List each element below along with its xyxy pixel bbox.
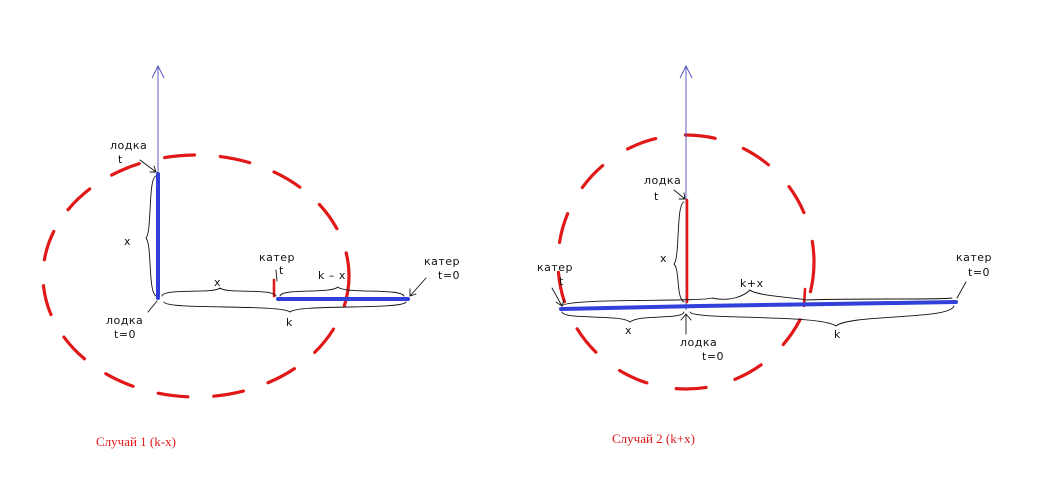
case1-arrow-cutter-t xyxy=(275,269,278,282)
case2-arrow-boat-t0 xyxy=(680,313,692,335)
case1-arrow-boat-t0 xyxy=(147,300,158,313)
case1-brace-x xyxy=(161,287,277,297)
case2-label-x-vertical: x xyxy=(660,252,667,265)
case1-label-boat-t-name: лодка xyxy=(110,139,147,152)
case2-arrow-cutter-t xyxy=(551,287,565,307)
case2-axis-arrowhead xyxy=(679,64,693,79)
case1-vertical-brace xyxy=(145,175,157,297)
case1-label-boat-t0-name: лодка xyxy=(106,314,143,327)
case2-brace-k xyxy=(689,305,955,327)
case2-brace-k-plus-x xyxy=(561,289,953,307)
case2-vertical-brace xyxy=(673,201,685,303)
case1-brace-k xyxy=(163,301,407,313)
case2-label-cutter-t-name: катер xyxy=(537,261,573,274)
case2-label-cutter-t0-time: t=0 xyxy=(968,266,990,279)
case1-label-cutter-t0-name: катер xyxy=(424,255,460,268)
case2-cutter-path xyxy=(559,300,958,311)
case2-label-cutter-t0-name: катер xyxy=(956,251,992,264)
case2-label-boat-t-time: t xyxy=(654,190,659,203)
case1-dashed-circle xyxy=(41,153,351,399)
diagram-case-1: лодка t x x катер t k – x катер t=0 лодк… xyxy=(41,64,460,449)
case2-arrow-boat-t xyxy=(673,189,686,200)
case1-arrow-boat-t xyxy=(139,159,157,173)
case1-caption: Случай 1 (k-x) xyxy=(96,434,176,449)
case1-label-cutter-t0-time: t=0 xyxy=(438,269,460,282)
case2-label-x-horizontal: x xyxy=(625,324,632,337)
case1-label-boat-t0-time: t=0 xyxy=(114,328,136,341)
case2-label-k: k xyxy=(834,328,841,341)
case1-label-boat-t-time: t xyxy=(118,153,123,166)
case1-label-cutter-t-name: катер xyxy=(259,251,295,264)
case1-label-k: k xyxy=(286,316,293,329)
case1-label-k-minus-x: k – x xyxy=(318,269,346,282)
case2-arrow-cutter-t0 xyxy=(956,281,967,299)
case1-label-cutter-t-time: t xyxy=(279,264,284,277)
case2-label-boat-t-name: лодка xyxy=(644,174,681,187)
case1-axis-arrowhead xyxy=(151,64,165,79)
case2-label-cutter-t-time: t xyxy=(559,275,564,288)
case2-label-boat-t0-time: t=0 xyxy=(702,350,724,363)
case2-label-boat-t0-name: лодка xyxy=(680,336,717,349)
case1-label-x-vertical: x xyxy=(124,235,131,248)
case1-arrow-cutter-t0 xyxy=(409,277,427,297)
diagram-case-2: лодка t x k+x катер t катер t=0 x лодка … xyxy=(537,64,992,446)
case2-brace-x xyxy=(561,311,685,323)
case2-label-k-plus-x: k+x xyxy=(740,277,764,290)
case2-caption: Случай 2 (k+x) xyxy=(612,431,695,446)
case1-label-x-horizontal: x xyxy=(214,276,221,289)
case1-brace-k-minus-x xyxy=(279,286,405,297)
